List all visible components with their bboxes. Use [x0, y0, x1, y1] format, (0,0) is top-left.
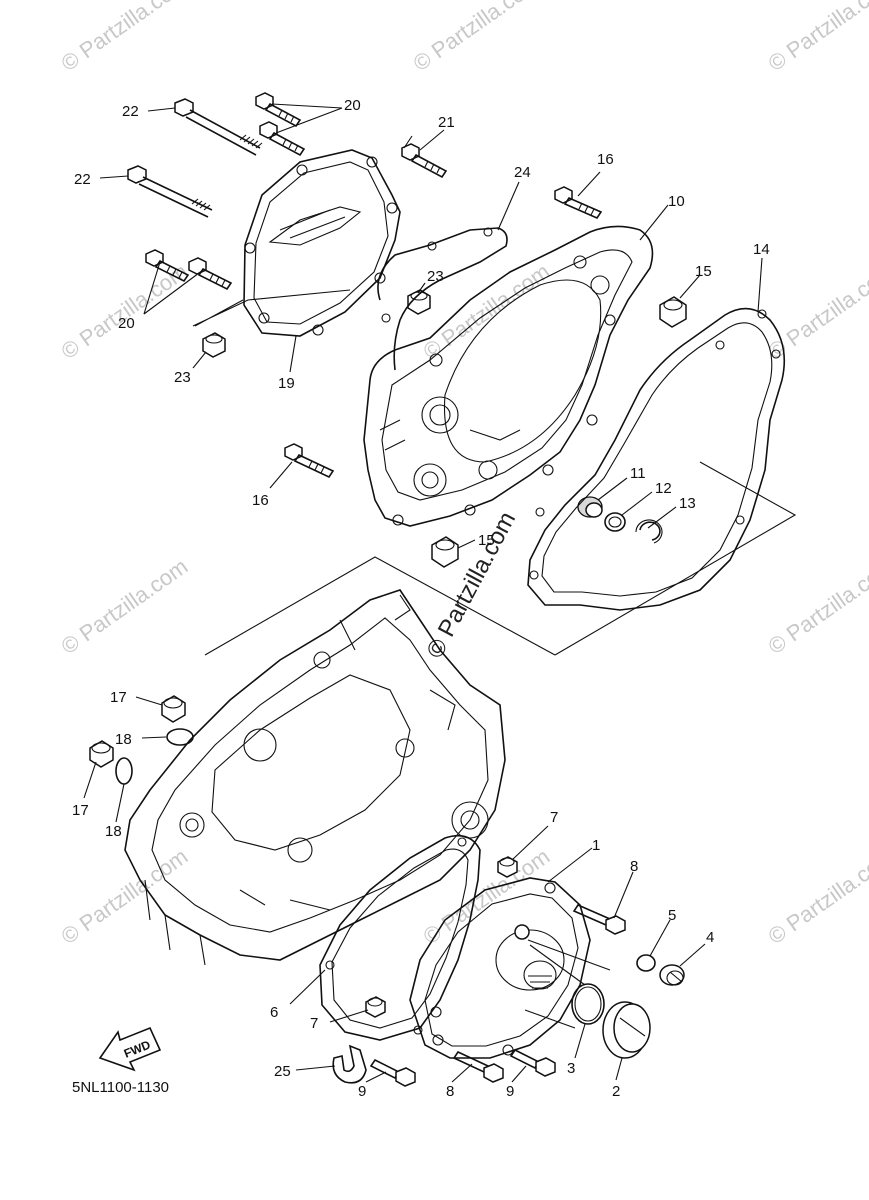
callout-14: 14: [753, 241, 770, 258]
bolt-9-left: [369, 1058, 416, 1087]
bolt-21: [401, 143, 448, 179]
crankcase-assembly: [124, 556, 556, 966]
gasket-6: [319, 834, 481, 1041]
callout-13: 13: [679, 495, 696, 512]
callout-20: 20: [118, 315, 135, 332]
watermark: © Partzilla.com: [419, 844, 555, 950]
watermark-layer: © Partzilla.com © Partzilla.com © Partzi…: [57, 0, 869, 949]
lower-assembly: [319, 834, 685, 1087]
watermark: © Partzilla.com: [764, 0, 869, 76]
bolt-8-upper: [572, 903, 626, 935]
reference-code: 5NL1100-1130: [72, 1079, 169, 1096]
callout-7: 7: [550, 809, 558, 826]
fwd-label: FWD: [122, 1037, 153, 1060]
o-ring-18-upper: [166, 728, 194, 746]
bolt-20-d: [188, 257, 233, 291]
callout-leaders: [83, 103, 763, 1083]
callout-17: 17: [72, 802, 89, 819]
plug-2: [602, 1001, 651, 1059]
crankcase-cover-1: [409, 877, 591, 1059]
callout-4: 4: [706, 929, 714, 946]
gasket-24: [377, 227, 508, 371]
callout-3: 3: [567, 1060, 575, 1077]
callout-9: 9: [358, 1083, 366, 1100]
callout-1: 1: [592, 837, 600, 854]
clutch-cover-19: [243, 149, 401, 337]
o-ring-5: [636, 954, 656, 972]
callout-19: 19: [278, 375, 295, 392]
collar-15-lower: [431, 536, 459, 568]
bolt-22-upper: [174, 98, 263, 156]
callout-22: 22: [74, 171, 91, 188]
bracket-upper: [192, 289, 797, 656]
callout-20: 20: [344, 97, 361, 114]
callout-7: 7: [310, 1015, 318, 1032]
crankcase-cover-10: [363, 225, 654, 527]
o-ring-3: [571, 983, 605, 1025]
callout-6: 6: [270, 1004, 278, 1021]
callout-25: 25: [274, 1063, 291, 1080]
gasket-14: [527, 307, 786, 611]
callout-12: 12: [655, 480, 672, 497]
watermark-center: © Partzilla.com: [421, 507, 521, 662]
callout-22: 22: [122, 103, 139, 120]
washer-12: [604, 512, 626, 532]
collar-17-lower: [89, 740, 114, 768]
callout-8: 8: [630, 858, 638, 875]
upper-assembly: [127, 92, 797, 656]
bolt-16-lower: [284, 443, 335, 479]
callout-16: 16: [252, 492, 269, 509]
bolt-9-right: [509, 1048, 556, 1077]
bolt-20-a: [255, 92, 302, 128]
callout-23: 23: [427, 268, 444, 285]
fwd-arrow: FWD: [98, 1026, 162, 1072]
bolt-22-lower: [127, 165, 213, 218]
watermark: © Partzilla.com: [57, 554, 193, 660]
oil-seal-11: [577, 496, 603, 518]
callout-labels: 22 22 20 20 21 16 16 24 10 14 15 15 23 2…: [72, 97, 770, 1100]
collar-15-upper: [659, 296, 687, 328]
callout-16: 16: [597, 151, 614, 168]
bolt-20-c: [145, 249, 190, 283]
leader-lines-lower: [524, 939, 611, 1029]
callout-18: 18: [105, 823, 122, 840]
bracket-crankcase: [204, 556, 556, 656]
dowel-pin-7-upper: [497, 856, 518, 878]
callout-9: 9: [506, 1083, 514, 1100]
callout-21: 21: [438, 114, 455, 131]
callout-2: 2: [612, 1083, 620, 1100]
callout-5: 5: [668, 907, 676, 924]
bolt-16-upper: [554, 186, 603, 220]
watermark: © Partzilla.com: [764, 259, 869, 365]
watermark: © Partzilla.com: [57, 844, 193, 950]
callout-15: 15: [478, 532, 495, 549]
watermark: © Partzilla.com: [409, 0, 545, 76]
o-ring-18-lower: [115, 757, 133, 785]
watermark: © Partzilla.com: [764, 844, 869, 950]
callout-18: 18: [115, 731, 132, 748]
callout-17: 17: [110, 689, 127, 706]
callout-10: 10: [668, 193, 685, 210]
clamp-25: [332, 1044, 367, 1084]
dowel-pin-23-lower: [202, 332, 226, 358]
callout-15: 15: [695, 263, 712, 280]
watermark: © Partzilla.com: [57, 0, 193, 76]
callout-8: 8: [446, 1083, 454, 1100]
callout-24: 24: [514, 164, 531, 181]
plug-4: [659, 964, 685, 986]
bolt-8-lower: [452, 1050, 504, 1083]
dowel-pin-7-lower: [365, 996, 386, 1018]
watermark: © Partzilla.com: [764, 554, 869, 660]
callout-23: 23: [174, 369, 191, 386]
circlip-13: [635, 519, 663, 544]
collar-17-upper: [161, 695, 186, 723]
bolt-20-b: [259, 121, 306, 157]
callout-11: 11: [630, 465, 646, 482]
